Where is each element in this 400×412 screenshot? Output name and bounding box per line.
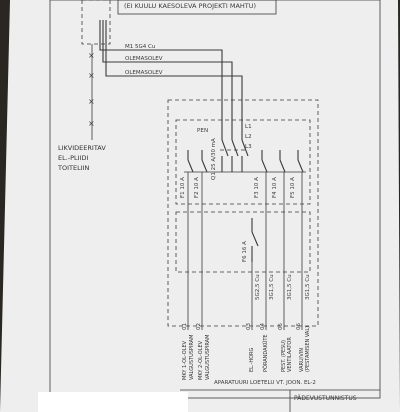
- circuit-desc-04: PÕRANDAKÜTE: [262, 334, 269, 372]
- mcb-f3: [261, 150, 268, 173]
- redaction-box: [38, 392, 188, 412]
- rcd-q1: [220, 112, 249, 172]
- svg-text:×: ×: [88, 119, 95, 128]
- circuit-cable-06: 3G1,5 Cu: [305, 274, 311, 300]
- circuit-desc-06-line-1: VARU/VIN: [299, 348, 305, 372]
- distribution-board: [167, 99, 319, 327]
- circuit-desc-01-line-2: VALGUSTUSPIRAM: [189, 335, 195, 380]
- circuit-desc-01: MKY 1-OL-OLEV VALGUSTUSPIRAM: [182, 335, 195, 380]
- svg-text:×: ×: [88, 97, 95, 106]
- circuit-num-06: 06: [296, 323, 302, 330]
- mcb-f5-label: F5 10 A: [290, 177, 296, 198]
- mcb-f4: [279, 150, 286, 173]
- bus-label-l3: L3: [245, 144, 252, 150]
- circuit-num-04: 04: [260, 323, 266, 330]
- drawing-frame: [49, 0, 381, 399]
- main-feed-label: M1 5G4 Cu: [125, 44, 155, 50]
- circuit-cable-04: 3G1,5 Cu: [269, 274, 275, 300]
- left-note-line-3: TOITELIIN: [57, 164, 90, 172]
- existing-cable-label-1: OLEMASOLEV: [125, 56, 163, 62]
- circuit-desc-05-line-2: VENTILAATOR: [287, 337, 293, 372]
- circuit-num-05: 05: [278, 323, 284, 330]
- bus-label-l1: L1: [245, 124, 252, 130]
- left-note-line-1: LIKVIDEERITAV: [58, 144, 106, 152]
- circuit-desc-01-line-1: MKY 1-OL-OLEV: [182, 340, 188, 380]
- mcb-f4-label: F4 10 A: [272, 177, 278, 198]
- mcb-f6: [251, 218, 259, 262]
- bus-label-l2: L2: [245, 134, 252, 140]
- incoming-feed-lines: [99, 20, 243, 112]
- breaker-panel: [175, 119, 311, 205]
- mcb-f1-label: F1 10 A: [180, 177, 186, 198]
- header-box: [117, 0, 277, 15]
- svg-text:×: ×: [88, 71, 95, 80]
- mcb-f3-label: F3 10 A: [254, 177, 260, 198]
- existing-cable-label-2: OLEMASOLEV: [125, 70, 163, 76]
- circuit-desc-06: VARU/VIN (PESTAMISEN VAL): [299, 326, 311, 372]
- mcb-f2: [201, 150, 208, 173]
- circuit-num-01: 01: [182, 323, 188, 330]
- existing-device-box: [81, 0, 111, 45]
- lower-breaker-panel: [175, 211, 311, 273]
- circuit-desc-03: EL.-HORG: [249, 347, 255, 372]
- mcb-f6-label: F6 16 A: [242, 241, 248, 262]
- circuit-cable-03: 5G2,5 Cu: [255, 274, 261, 300]
- circuit-desc-05-line-1: PEST. (PESU): [281, 340, 287, 372]
- rcd-q1-label: Q1 25 A/30 mA: [211, 138, 217, 180]
- outgoing-circuits: [187, 172, 303, 330]
- circuit-desc-05: PEST. (PESU) VENTILAATOR: [281, 337, 293, 372]
- header-note: (EI KUULU KAESOLEVA PROJEKTI MAHTU): [124, 2, 256, 10]
- bus-label-n: N: [204, 128, 208, 134]
- mcb-f1: [187, 150, 194, 173]
- circuit-desc-02: MKY 2-OL-OLEV VALGUSTUSPIRAM: [198, 335, 211, 380]
- circuit-desc-02-line-2: VALGUSTUSPIRAM: [205, 335, 211, 380]
- title-block-title: PÄDEVUSTUNNISTUS: [294, 395, 357, 402]
- mcb-f5: [297, 150, 304, 173]
- left-note-line-2: EL.-PLIIDI: [58, 154, 89, 162]
- decommissioned-line: × × × ×: [88, 44, 95, 140]
- circuit-num-03: 03: [246, 323, 252, 330]
- circuit-desc-02-line-1: MKY 2-OL-OLEV: [198, 340, 204, 380]
- apparatus-note: APARATUURI LOETELU VT. JOON. EL-2: [214, 380, 316, 386]
- circuit-num-02: 02: [196, 323, 202, 330]
- circuit-cable-05: 3G1,5 Cu: [287, 274, 293, 300]
- circuit-desc-06-line-2: (PESTAMISEN VAL): [305, 326, 311, 372]
- bus-label-pe: PE: [197, 128, 204, 134]
- svg-text:×: ×: [88, 51, 95, 60]
- mcb-f2-label: F2 10 A: [194, 177, 200, 198]
